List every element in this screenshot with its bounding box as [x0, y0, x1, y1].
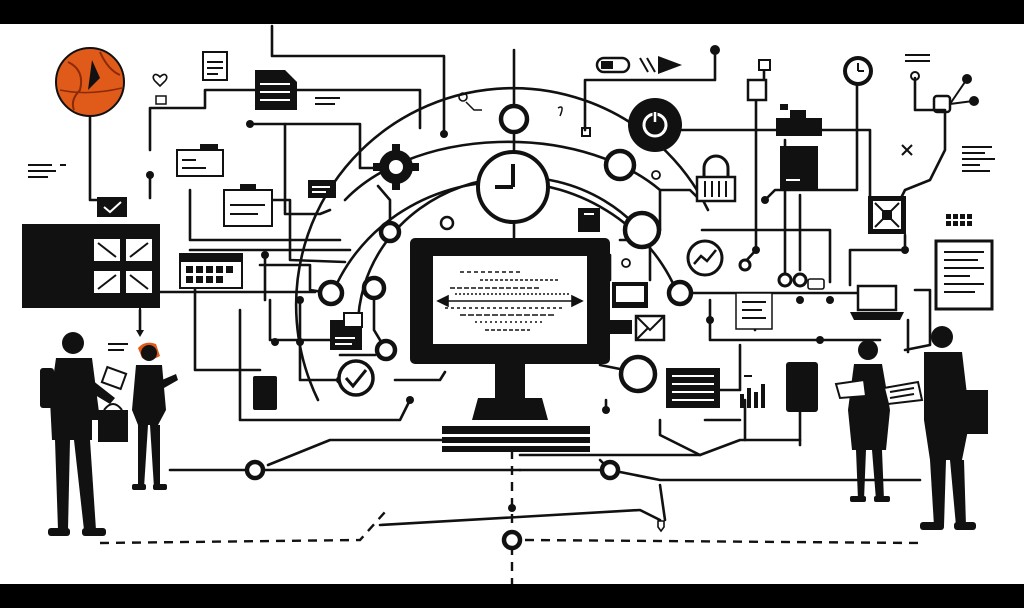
printer-icon [176, 144, 224, 177]
small-screen-icon [308, 180, 336, 198]
shield-icon [868, 196, 906, 234]
network-icon [910, 71, 979, 114]
lock-icon [695, 154, 737, 203]
person-woman-with-document-right [834, 340, 890, 502]
server-icon [780, 146, 818, 190]
folder-icon [255, 70, 297, 110]
clock-small-icon [843, 56, 873, 86]
globe-icon [55, 47, 125, 117]
small-gear-icon [439, 215, 455, 231]
control-panel [22, 224, 160, 337]
tag-icon [746, 59, 771, 102]
calendar-icon [179, 253, 243, 289]
close-small-icon [901, 144, 913, 156]
tablet-icon [786, 362, 818, 412]
tablet-bag-icon [578, 127, 600, 232]
monitor-icon [608, 282, 648, 334]
person-man-with-tablet-left [40, 332, 128, 536]
video-icon [776, 104, 822, 136]
checklist-icon [735, 292, 773, 330]
play-icon [639, 56, 682, 74]
text-line-decorations [28, 54, 995, 351]
email-icon [634, 314, 666, 342]
central-monitor [410, 238, 610, 452]
check-circle-icon [337, 359, 375, 397]
person-man-with-folder-right [882, 326, 988, 530]
phone-icon [253, 376, 277, 410]
keypad-icon [946, 214, 972, 226]
small-card-icon [807, 278, 825, 290]
chart-folder-icon [330, 312, 363, 350]
shield-small-icon [657, 520, 665, 533]
lock-small-icon [155, 95, 167, 105]
monitor-screen-code [436, 271, 584, 331]
pin-icon [621, 170, 661, 268]
clock-icon [476, 150, 550, 224]
laptop-icon [850, 284, 904, 320]
connection-nodes [146, 45, 909, 551]
check-icon [97, 197, 127, 217]
document-icon [202, 51, 228, 81]
report-document-icon [934, 239, 994, 311]
briefcase-icon [223, 184, 273, 227]
person-woman-with-phone-left [98, 342, 178, 490]
battery-icon [595, 56, 631, 74]
power-icon [628, 98, 682, 152]
trend-chart-icon [686, 239, 724, 277]
spreadsheet-icon [666, 368, 720, 408]
cursor-icon [458, 92, 563, 117]
heart-icon [152, 73, 168, 88]
chart-icon [740, 375, 765, 408]
keyboard [442, 426, 590, 452]
gear-icon [373, 144, 419, 190]
